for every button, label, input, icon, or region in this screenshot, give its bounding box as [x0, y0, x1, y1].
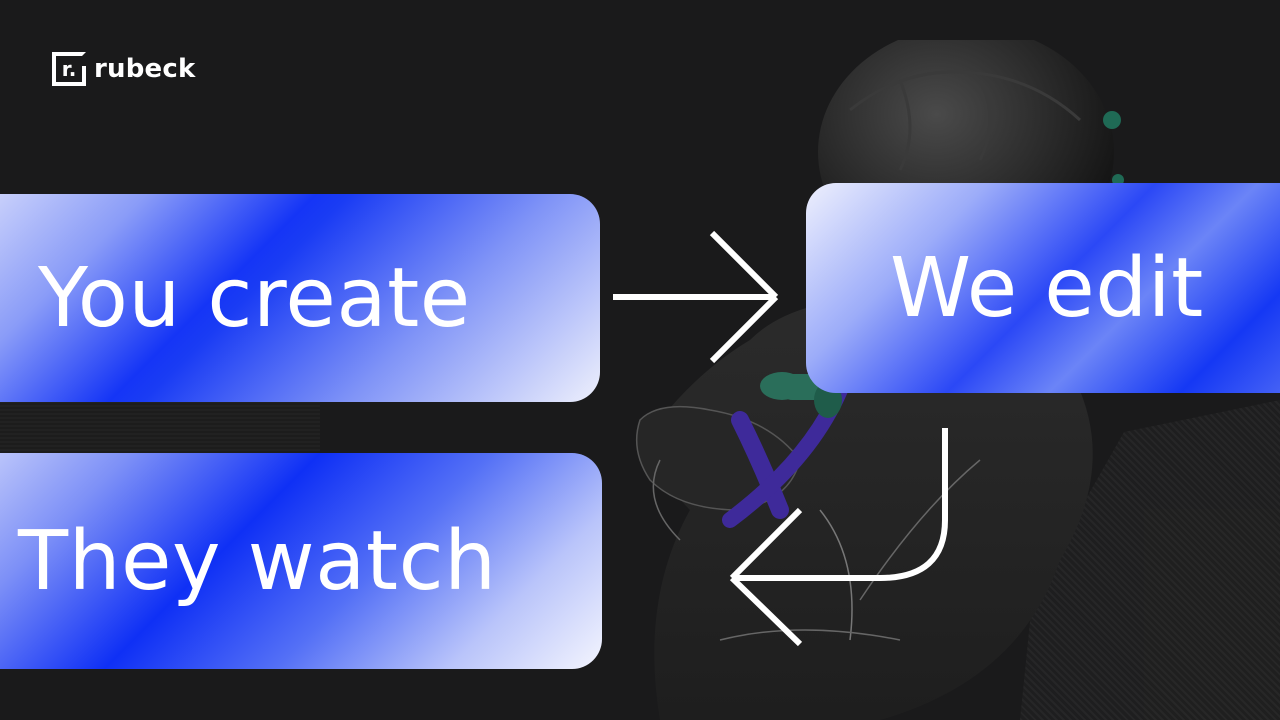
- brand-name: rubeck: [94, 54, 196, 84]
- step-create-label: You create: [38, 250, 471, 346]
- step-edit-pill: We edit: [806, 183, 1280, 393]
- step-create-pill: You create: [0, 194, 600, 402]
- logo-mark-icon: r.: [52, 52, 86, 86]
- step-watch-pill: They watch: [0, 453, 602, 669]
- step-watch-label: They watch: [18, 513, 497, 609]
- brand-logo: r. rubeck: [52, 52, 195, 86]
- step-edit-label: We edit: [890, 240, 1204, 336]
- logo-mark-text: r.: [61, 57, 77, 81]
